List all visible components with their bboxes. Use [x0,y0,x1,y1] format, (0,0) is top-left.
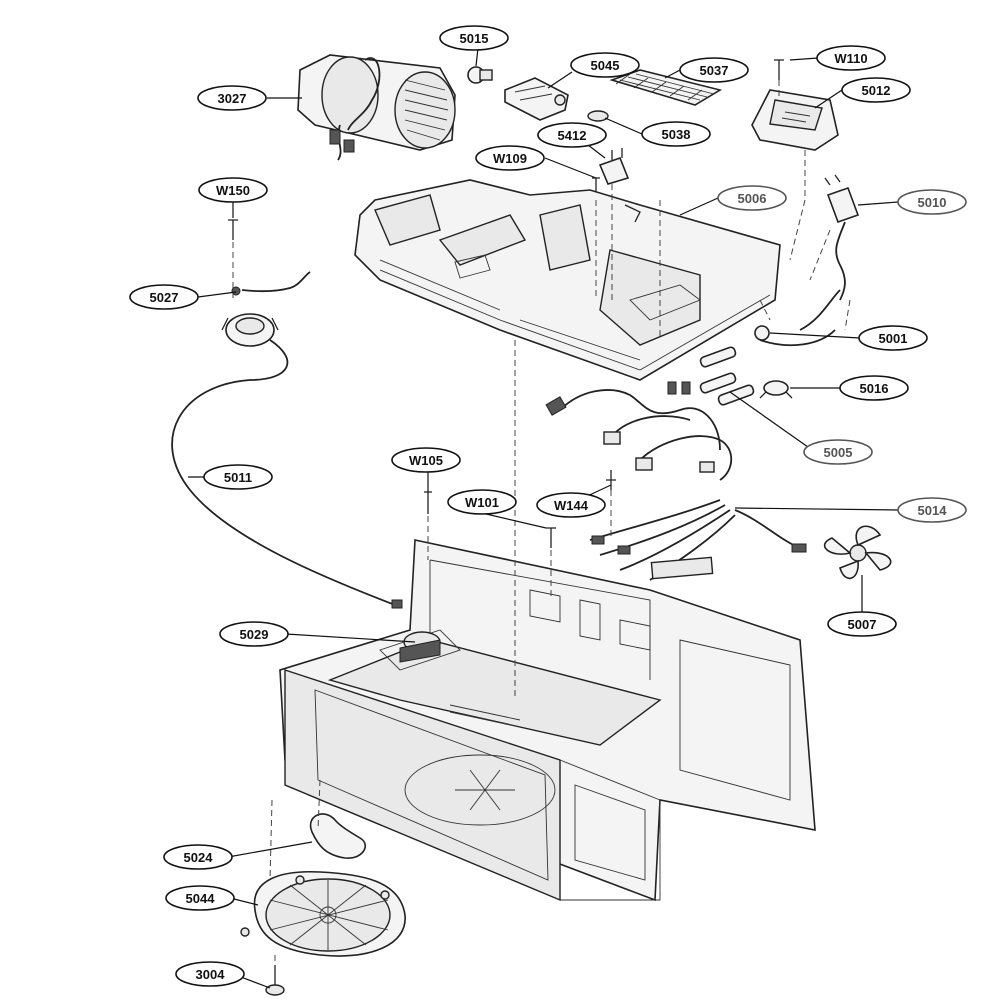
callout-5005: 5005 [803,439,873,465]
callout-5006: 5006 [717,185,787,211]
callout-5001: 5001 [858,325,928,351]
svg-text:5014: 5014 [918,503,948,518]
callout-5011: 5011 [203,464,273,490]
svg-text:3027: 3027 [218,91,247,106]
magnetron [399,631,441,663]
thermal-cutout [754,325,770,341]
assembly-guide-lines [232,80,851,965]
svg-text:5007: 5007 [848,617,877,632]
svg-text:5412: 5412 [558,128,587,143]
callout-5029: 5029 [219,621,289,647]
screw-w101 [546,527,556,548]
svg-text:W109: W109 [493,151,527,166]
callout-5037: 5037 [679,57,749,83]
callout-w150: W150 [198,177,268,203]
svg-text:5038: 5038 [662,127,691,142]
screw-w105 [424,491,432,514]
door-switch [598,148,630,185]
callout-5007: 5007 [827,611,897,637]
callout-5024: 5024 [163,844,233,870]
callout-5027: 5027 [129,284,199,310]
callout-5044: 5044 [165,885,235,911]
callout-3004: 3004 [175,961,245,987]
svg-text:5015: 5015 [460,31,489,46]
oven-cavity-frame [279,539,816,902]
svg-text:5006: 5006 [738,191,767,206]
callout-5038: 5038 [641,121,711,147]
svg-text:5029: 5029 [240,627,269,642]
thermostat [759,380,793,399]
svg-text:W110: W110 [834,51,867,66]
svg-text:W105: W105 [409,453,443,468]
foot-part [265,965,285,996]
callout-3027: 3027 [197,85,267,111]
lamp-socket-bracket [504,77,569,121]
screw-w150 [228,219,238,240]
callout-5016: 5016 [839,375,909,401]
callout-w110: W110 [816,45,886,71]
svg-text:5010: 5010 [918,195,947,210]
svg-text:5044: 5044 [186,891,216,906]
control-module [751,89,839,151]
callout-w109: W109 [475,145,545,171]
svg-text:5012: 5012 [862,83,891,98]
lamp-bulb [467,66,493,84]
callout-5014: 5014 [897,497,967,523]
small-clip-part [587,110,609,122]
svg-text:W144: W144 [554,498,589,513]
wire-bundle [589,499,807,581]
svg-text:5001: 5001 [879,331,908,346]
callout-5015: 5015 [439,25,509,51]
fuse-pair [699,346,755,406]
svg-text:3004: 3004 [196,967,226,982]
svg-text:W150: W150 [216,183,250,198]
svg-text:5045: 5045 [591,58,620,73]
wire-harness [545,289,841,481]
callout-w144: W144 [536,492,606,518]
callout-5412: 5412 [537,122,607,148]
blower-fan-assembly [297,54,456,161]
power-cord-plug [824,174,860,301]
stirrer-cover [309,813,366,859]
base-plate [354,179,781,381]
callout-5012: 5012 [841,77,911,103]
stirrer-motor [221,271,311,347]
turntable-housing [240,870,406,957]
fan-blade [824,525,892,580]
svg-text:5037: 5037 [700,63,729,78]
svg-text:5016: 5016 [860,381,889,396]
callout-w105: W105 [391,447,461,473]
callout-w101: W101 [447,489,517,515]
callout-5045: 5045 [570,52,640,78]
svg-text:5024: 5024 [184,850,214,865]
svg-text:W101: W101 [465,495,499,510]
svg-text:5027: 5027 [150,290,179,305]
screw-w144 [606,470,616,490]
svg-text:5005: 5005 [824,445,853,460]
svg-text:5011: 5011 [224,470,252,485]
wire-cable [171,339,403,609]
screw-w110 [774,59,784,80]
callout-5010: 5010 [897,189,967,215]
